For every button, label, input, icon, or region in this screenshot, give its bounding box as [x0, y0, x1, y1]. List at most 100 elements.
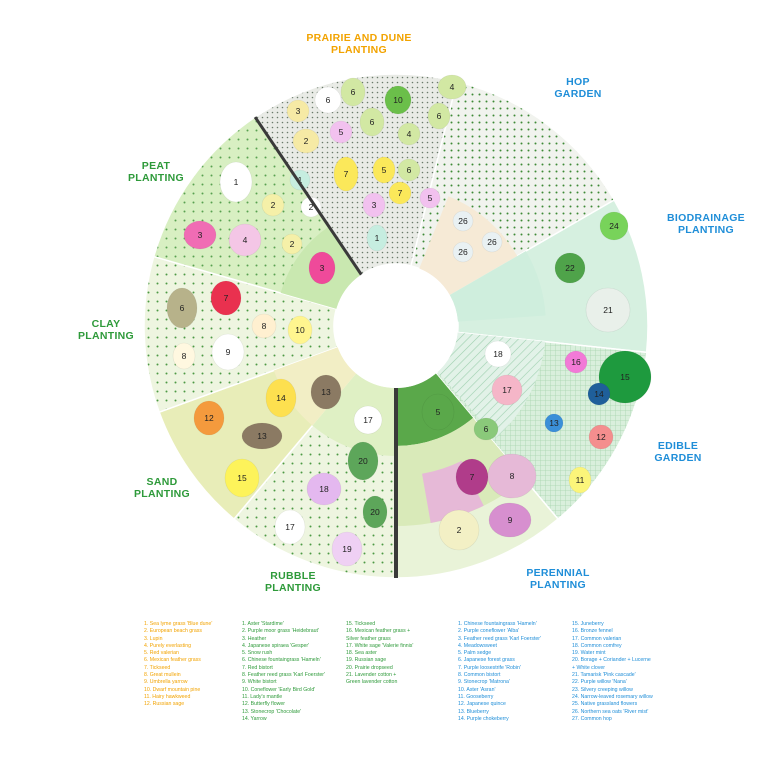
plant-marker-number: 14 — [594, 389, 604, 399]
plant-marker-52: 4 — [397, 122, 421, 146]
plant-marker-50: 5 — [329, 120, 353, 144]
plant-marker-shape — [588, 424, 614, 450]
plant-marker-34: 14 — [587, 382, 611, 406]
plant-marker-shape — [329, 120, 353, 144]
plant-marker-21: 20 — [362, 495, 388, 529]
plant-marker-shape — [359, 107, 385, 137]
plant-marker-10: 10 — [287, 315, 313, 345]
plant-marker-15: 13 — [310, 374, 342, 410]
plant-marker-number: 10 — [393, 95, 403, 105]
plant-marker-shape — [397, 158, 421, 182]
plant-marker-53: 6 — [427, 102, 451, 130]
plant-marker-shape — [372, 156, 396, 184]
plant-marker-2: 2 — [261, 193, 285, 217]
plant-marker-shape — [292, 128, 320, 154]
plant-marker-44: 3 — [286, 99, 310, 123]
plant-marker-shape — [585, 287, 631, 333]
plant-marker-shape — [241, 422, 283, 450]
plant-marker-54: 7 — [333, 156, 359, 192]
plant-marker-number: 2 — [457, 525, 462, 535]
plant-marker-26: 7 — [455, 458, 489, 496]
zone-divider-0 — [253, 116, 363, 276]
plant-marker-number: 4 — [450, 82, 455, 92]
plant-marker-9: 8 — [251, 313, 277, 339]
zone-label-hop: HOP GARDEN — [554, 76, 602, 100]
plant-marker-number: 15 — [620, 372, 630, 382]
plant-marker-number: 21 — [603, 305, 613, 315]
legend-rubble: 15. Tickseed 16. Mexican feather grass +… — [346, 621, 414, 686]
plant-marker-number: 5 — [436, 407, 441, 417]
plant-marker-8: 7 — [210, 280, 242, 316]
plant-marker-shape — [554, 252, 586, 284]
plant-marker-23: 19 — [331, 531, 363, 567]
plant-marker-number: 12 — [204, 413, 214, 423]
plant-marker-number: 17 — [363, 415, 373, 425]
plant-marker-number: 26 — [487, 237, 497, 247]
plant-marker-shape — [397, 122, 421, 146]
plant-marker-shape — [481, 231, 503, 253]
plant-marker-22: 17 — [274, 509, 306, 545]
plant-marker-number: 7 — [344, 169, 349, 179]
plant-marker-number: 17 — [285, 522, 295, 532]
zone-label-clay: CLAY PLANTING — [77, 318, 135, 342]
plant-marker-4: 4 — [228, 223, 262, 257]
plant-marker-number: 4 — [407, 129, 412, 139]
plant-marker-51: 6 — [359, 107, 385, 137]
plant-marker-number: 24 — [609, 221, 619, 231]
plant-marker-48: 4 — [437, 74, 467, 100]
plant-marker-shape — [287, 315, 313, 345]
plant-marker-shape — [251, 313, 277, 339]
plant-marker-19: 20 — [347, 441, 379, 481]
plant-marker-shape — [452, 241, 474, 263]
zone-label-perennial: PERENNIAL PLANTING — [526, 567, 590, 591]
plant-marker-number: 22 — [565, 263, 575, 273]
plant-marker-number: 26 — [458, 216, 468, 226]
plant-marker-14: 14 — [265, 378, 297, 418]
plant-marker-number: 6 — [407, 165, 412, 175]
plant-marker-shape — [300, 196, 322, 218]
plant-marker-number: 10 — [295, 325, 305, 335]
plant-marker-number: 15 — [237, 473, 247, 483]
plant-marker-41: 26 — [452, 210, 474, 232]
plant-marker-number: 18 — [319, 484, 329, 494]
plant-marker-number: 1 — [375, 233, 380, 243]
plant-marker-shape — [491, 374, 523, 406]
plant-marker-number: 8 — [510, 471, 515, 481]
plant-marker-45: 6 — [314, 86, 342, 114]
plant-marker-number: 7 — [470, 472, 475, 482]
plant-marker-number: 6 — [326, 95, 331, 105]
plant-marker-shape — [261, 193, 285, 217]
plant-marker-56: 7 — [388, 181, 412, 205]
plant-marker-number: 5 — [428, 193, 433, 203]
plant-marker-13: 12 — [193, 400, 225, 436]
plant-marker-shape — [484, 340, 512, 368]
plant-marker-1: 1 — [219, 161, 253, 203]
plant-marker-shape — [183, 220, 217, 250]
plant-marker-shape — [437, 74, 467, 100]
plant-marker-32: 16 — [564, 350, 588, 374]
plant-marker-shape — [427, 102, 451, 130]
plant-marker-shape — [347, 441, 379, 481]
plant-marker-6: 3 — [308, 251, 336, 285]
zone-dividers — [253, 116, 398, 578]
legend-edible: 15. Juneberry 16. Bronze fennel 17. Comm… — [572, 621, 653, 722]
plant-marker-number: 5 — [339, 127, 344, 137]
plant-marker-40: 21 — [585, 287, 631, 333]
plant-marker-number: 12 — [596, 432, 606, 442]
plant-marker-17: 15 — [224, 458, 260, 498]
plant-marker-number: 7 — [398, 188, 403, 198]
plant-marker-shape — [564, 350, 588, 374]
legend-peat-clay-sand: 1. Aster 'Stardime' 2. Purple moor grass… — [242, 621, 325, 722]
plant-marker-shape — [353, 405, 383, 435]
plant-marker-shape — [314, 86, 342, 114]
plant-marker-60: 1 — [366, 224, 388, 252]
plant-marker-number: 19 — [342, 544, 352, 554]
plant-marker-36: 12 — [588, 424, 614, 450]
plant-marker-27: 8 — [487, 453, 537, 499]
plant-marker-number: 8 — [182, 351, 187, 361]
plant-marker-number: 20 — [358, 456, 368, 466]
plant-marker-number: 6 — [370, 117, 375, 127]
plant-marker-35: 13 — [544, 413, 564, 433]
zone-label-biodrainage: BIODRAINAGE PLANTING — [667, 212, 745, 236]
